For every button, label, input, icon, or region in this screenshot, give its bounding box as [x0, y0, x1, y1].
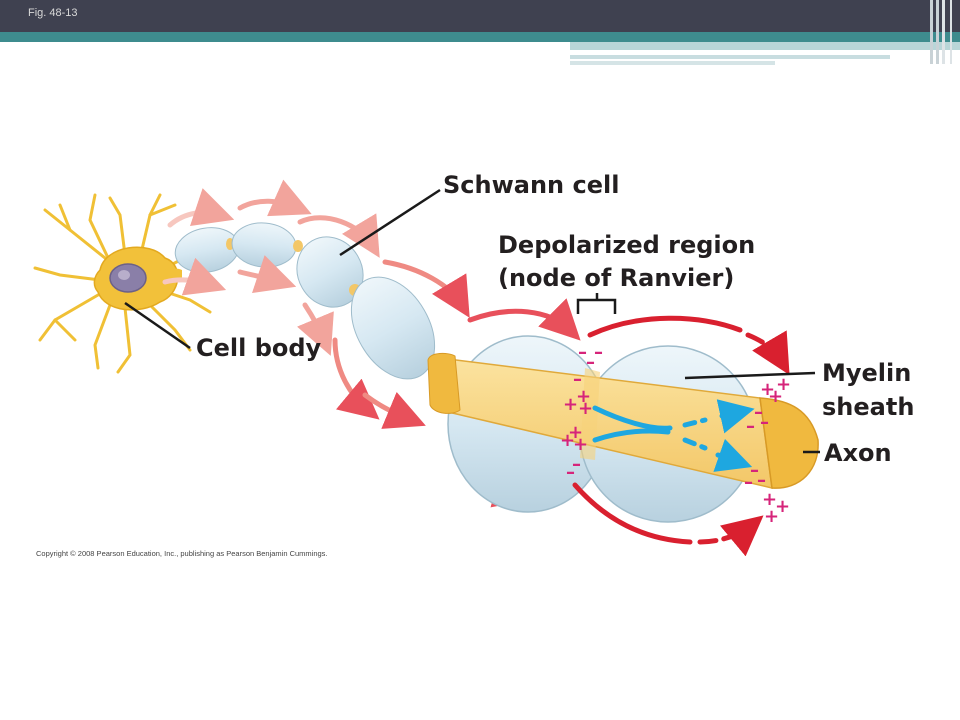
schwann-cell-chain	[174, 222, 436, 380]
charge-minus: –	[578, 342, 587, 363]
charge-minus: –	[572, 454, 581, 475]
node-of-ranvier-label: (node of Ranvier)	[498, 264, 735, 292]
charge-minus: –	[744, 472, 753, 493]
charge-minus: –	[573, 369, 582, 390]
charge-plus: +	[568, 422, 583, 443]
neuron-cell-body	[33, 193, 212, 374]
current-arrows-node	[572, 315, 790, 557]
charge-plus: +	[576, 386, 591, 407]
charge-minus: –	[746, 416, 755, 437]
charge-plus: +	[762, 489, 777, 510]
charge-plus: +	[563, 394, 578, 415]
cell-body-label: Cell body	[196, 334, 322, 362]
charge-minus: –	[760, 412, 769, 433]
figure-label: Fig. 48-13	[28, 7, 78, 19]
charge-plus: +	[775, 496, 790, 517]
charge-plus: +	[760, 379, 775, 400]
header-decoration	[570, 0, 960, 65]
charge-minus: –	[586, 352, 595, 373]
ion-flow-arrows	[592, 399, 755, 472]
schwann-cell-label: Schwann cell	[443, 171, 620, 199]
slide-header-bar: Fig. 48-13	[0, 0, 960, 32]
membrane-charges: – – – – + + + + + + – – + + + – – – – – …	[560, 342, 791, 527]
charge-plus: +	[573, 434, 588, 455]
myelin-label: Myelin	[822, 359, 912, 387]
charge-minus: –	[754, 402, 763, 423]
sheath-label: sheath	[822, 393, 915, 421]
charge-minus: –	[594, 342, 603, 363]
charge-minus: –	[757, 470, 766, 491]
charge-plus: +	[764, 506, 779, 527]
charge-plus: +	[560, 430, 575, 451]
depolarized-region-label: Depolarized region	[498, 231, 756, 259]
charge-plus: +	[578, 398, 593, 419]
header-accent-band	[0, 32, 960, 42]
axon-label: Axon	[824, 439, 892, 467]
charge-plus: +	[768, 386, 783, 407]
copyright-notice: Copyright © 2008 Pearson Education, Inc.…	[36, 549, 328, 558]
charge-plus: +	[776, 374, 791, 395]
charge-minus: –	[566, 462, 575, 483]
axon-with-myelin	[427, 335, 819, 523]
charge-minus: –	[750, 460, 759, 481]
leader-lines	[124, 188, 820, 454]
